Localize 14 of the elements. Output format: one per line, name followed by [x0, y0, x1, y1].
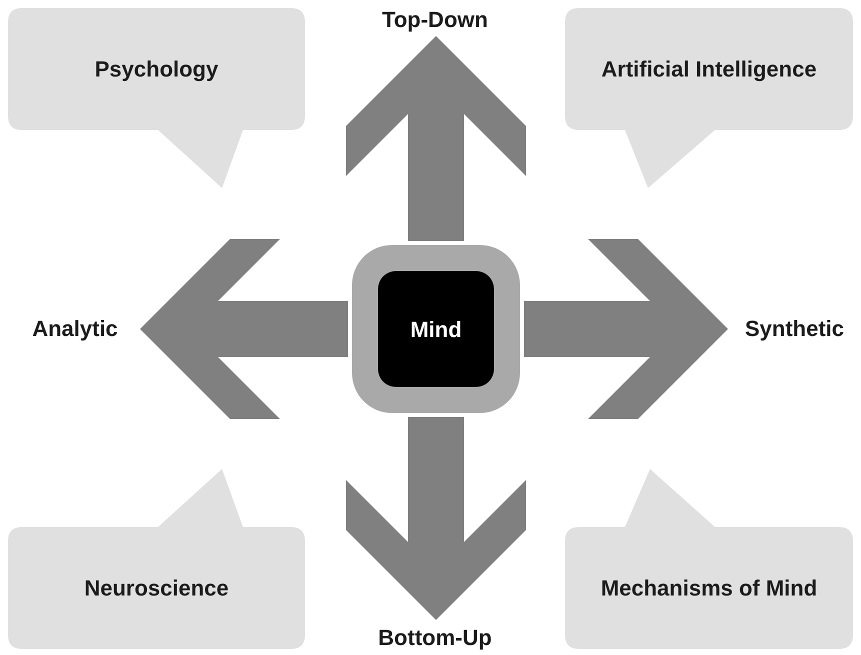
- direction-label: Analytic: [10, 311, 140, 345]
- speech-bubble: [565, 8, 853, 188]
- speech-bubble: [8, 469, 305, 649]
- bubble-text: Artificial Intelligence: [600, 56, 818, 82]
- center-box: Mind: [378, 271, 494, 387]
- direction-label: Bottom-Up: [355, 620, 515, 654]
- speech-bubble: [565, 469, 853, 649]
- rounded-frame: [352, 245, 520, 413]
- bubble-text: Neuroscience: [83, 574, 230, 602]
- direction-label: Top-Down: [355, 2, 515, 36]
- bubble-text: Psychology: [94, 56, 220, 82]
- bubble-text: Mechanisms of Mind: [600, 574, 818, 602]
- speech-bubble: [8, 8, 305, 188]
- direction-label: Synthetic: [728, 311, 861, 345]
